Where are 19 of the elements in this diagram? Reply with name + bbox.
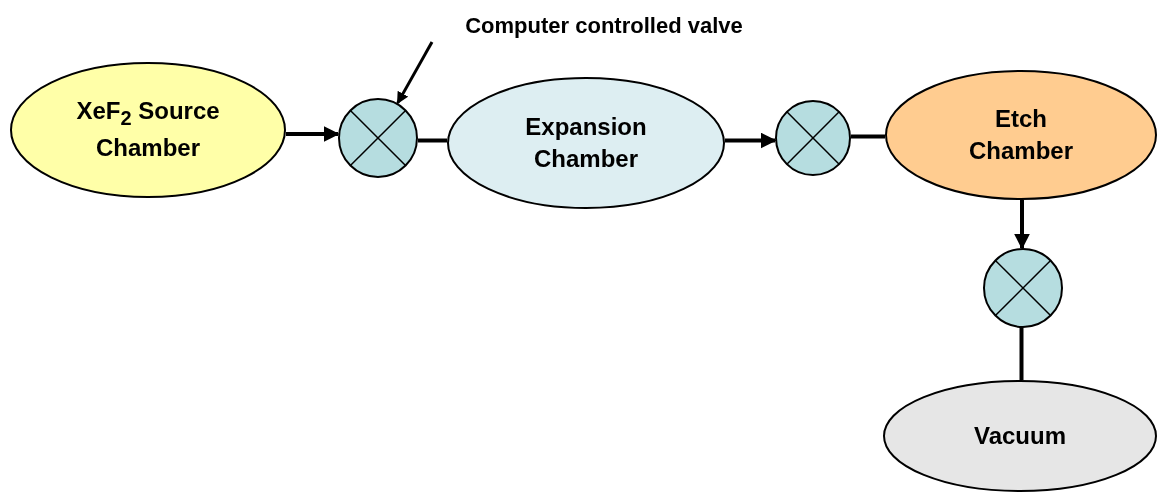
pipe-line [418, 138, 448, 143]
callout-text: Computer controlled valve [465, 12, 743, 41]
pipe-line [851, 134, 885, 139]
arrow [1014, 200, 1030, 250]
valve-symbol [338, 98, 418, 178]
node-label: Expansion Chamber [524, 111, 648, 174]
chamber-ellipse [447, 77, 725, 209]
node-label: XeF$_{2}$ Source Chamber [75, 96, 221, 164]
arrow [285, 126, 340, 142]
valve-symbol [983, 248, 1063, 328]
node-label: Vacuum [973, 420, 1066, 451]
vacuum-ellipse [883, 380, 1157, 492]
leader-line [396, 41, 434, 105]
chamber-ellipse [885, 70, 1157, 200]
chamber-ellipse [10, 62, 286, 198]
valve-symbol [775, 100, 851, 176]
pipe-line [1019, 328, 1024, 380]
node-label: Etch Chamber [968, 103, 1074, 166]
arrow [724, 132, 777, 149]
